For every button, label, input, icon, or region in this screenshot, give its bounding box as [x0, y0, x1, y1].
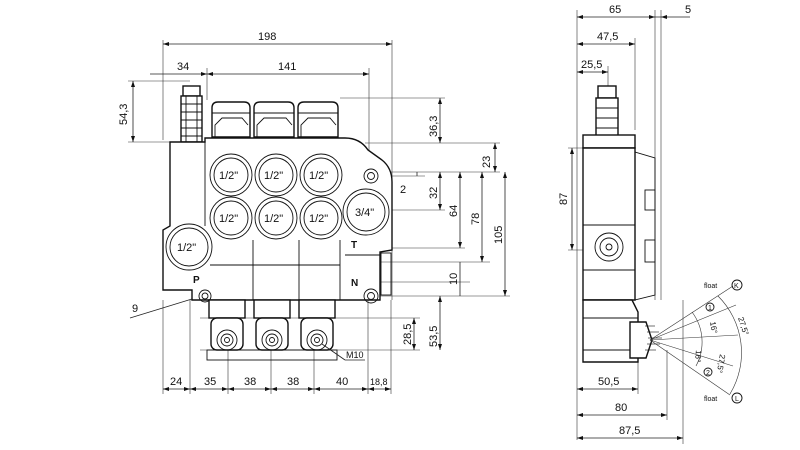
svg-text:3/4": 3/4" — [355, 207, 374, 219]
dim-38-a: 38 — [244, 376, 256, 388]
angle-27-5-top: 27,5° — [736, 316, 750, 337]
float-k-label: float — [704, 283, 717, 290]
thread-m10: M10 — [346, 350, 364, 360]
dim-10: 10 — [448, 273, 460, 285]
dim-34: 34 — [177, 61, 189, 73]
svg-text:1/2": 1/2" — [219, 170, 238, 182]
float-l-label: float — [704, 396, 717, 403]
dim-87-5: 87,5 — [619, 425, 640, 437]
dim-54-3: 54,3 — [118, 104, 130, 125]
angle-16-bottom: 16° — [693, 350, 703, 363]
label-n: N — [351, 278, 358, 289]
dim-32: 32 — [428, 187, 440, 199]
dim-23: 23 — [481, 156, 493, 168]
port-b3: 1/2" — [299, 196, 343, 240]
port-b1: 1/2" — [209, 196, 253, 240]
dim-65: 65 — [609, 4, 621, 16]
dim-18-8: 18,8 — [370, 377, 388, 387]
dim-78: 78 — [470, 213, 482, 225]
angle-16-top: 16° — [708, 321, 719, 334]
dim-105: 105 — [493, 226, 505, 244]
svg-text:1/2": 1/2" — [309, 213, 328, 225]
dim-80: 80 — [615, 402, 627, 414]
pos-1-badge-circle — [705, 302, 715, 312]
dim-5: 5 — [685, 4, 691, 16]
label-p: P — [193, 275, 200, 286]
float-k-badge-circle — [731, 279, 743, 291]
dim-53-5: 53,5 — [428, 326, 440, 347]
dim-50-5: 50,5 — [598, 376, 619, 388]
pos-2-badge-circle — [703, 367, 713, 377]
port-a2: 1/2" — [254, 153, 298, 197]
port-inlet: 1/2" — [165, 223, 213, 271]
port-a1: 1/2" — [209, 153, 253, 197]
port-a3: 1/2" — [299, 153, 343, 197]
lever-angle-diagram — [649, 285, 742, 396]
dim-35: 35 — [204, 376, 216, 388]
relief-valve — [180, 85, 203, 143]
port-b2: 1/2" — [254, 196, 298, 240]
svg-text:1/2": 1/2" — [264, 213, 283, 225]
svg-text:1/2": 1/2" — [309, 170, 328, 182]
angle-27-5-bottom: 27,5° — [715, 354, 727, 374]
spool-caps — [211, 101, 339, 138]
side-view: 65 5 47,5 25,5 87 50,5 80 87,5 — [558, 4, 750, 444]
dim-24: 24 — [170, 376, 182, 388]
dim-141: 141 — [278, 61, 296, 73]
svg-text:1/2": 1/2" — [264, 170, 283, 182]
front-view: 198 34 141 54,3 36,3 23 2 — [118, 31, 510, 394]
pos-2-badge: 2 — [706, 370, 710, 377]
dim-47-5: 47,5 — [597, 31, 618, 43]
dim-9: 9 — [132, 303, 138, 315]
lever-sockets — [216, 329, 328, 351]
dim-28-5: 28,5 — [402, 324, 414, 345]
dim-38-b: 38 — [287, 376, 299, 388]
dim-198: 198 — [258, 31, 276, 43]
svg-text:1/2": 1/2" — [219, 213, 238, 225]
dim-25-5: 25,5 — [581, 59, 602, 71]
dim-36-3: 36,3 — [428, 116, 440, 137]
dim-2: 2 — [400, 184, 406, 196]
label-t: T — [351, 240, 357, 251]
dim-64: 64 — [448, 205, 460, 217]
dim-40: 40 — [336, 376, 348, 388]
port-tank: 3/4" — [342, 188, 390, 236]
pivot-cone — [645, 325, 662, 351]
pos-1-badge: 1 — [708, 305, 712, 312]
float-k-badge: K — [734, 283, 739, 290]
float-l-badge-circle — [731, 392, 743, 404]
dim-87: 87 — [558, 193, 570, 205]
float-l-badge: L — [735, 396, 739, 403]
svg-text:1/2": 1/2" — [177, 242, 196, 254]
